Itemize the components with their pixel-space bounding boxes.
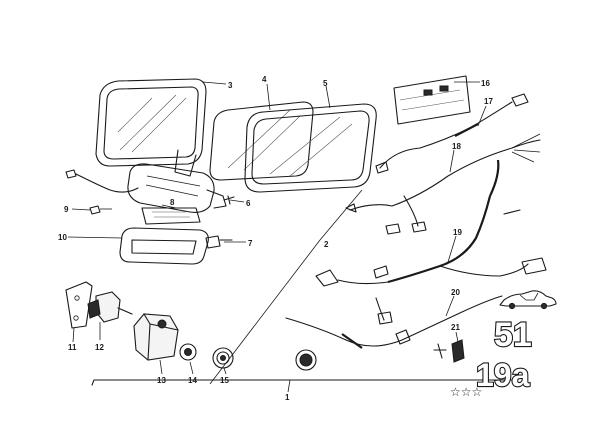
callout-1: 1 [285,393,290,402]
part-14-grommet [179,343,197,361]
harness-19 [315,159,547,287]
callout-6: 6 [246,199,251,208]
callout-19: 19 [453,228,462,237]
bmw-coupe-silhouette-icon [499,290,557,310]
part-12-motor [87,291,133,323]
callout-3: 3 [228,81,233,90]
harness-17 [375,93,529,174]
callout-11: 11 [68,343,77,352]
callout-18: 18 [452,142,461,151]
part-8-switch [141,207,201,225]
callout-10: 10 [58,233,67,242]
part-9-connector [65,169,139,215]
callout-labels: 1 2 3 4 5 6 7 8 9 10 11 12 13 14 15 16 1… [58,75,493,402]
callout-5: 5 [323,79,328,88]
callout-15: 15 [220,376,229,385]
group-code-top: 51 [494,316,532,354]
leader-lines [67,81,517,393]
callout-2: 2 [324,240,329,249]
part-21-relay [433,339,465,363]
harness-18 [345,133,541,233]
harness-20 [285,295,503,349]
group-code-bottom: 19a [476,357,530,393]
group-code: 51 19a [475,315,533,394]
callout-20: 20 [451,288,460,297]
callout-9: 9 [64,205,69,214]
callout-21: 21 [451,323,460,332]
callout-12: 12 [95,343,104,352]
part-10-switch-bezel [119,227,209,265]
callout-4: 4 [262,75,267,84]
part-15-knob [212,347,234,369]
part-5-mirror-frame [244,103,377,193]
part-6-screw [223,195,235,205]
part-4-mirror-glass [209,101,314,181]
part-16-plate [393,75,471,125]
rating-stars: ☆☆☆ [450,385,482,399]
callout-8: 8 [170,198,175,207]
callout-14: 14 [188,376,197,385]
callout-17: 17 [484,97,493,106]
part-7-plug [205,235,233,249]
part-grommet-center [295,349,317,371]
part-3-mirror-housing [95,78,227,213]
part-13-gear-unit [133,313,179,361]
callout-13: 13 [157,376,166,385]
callout-7: 7 [248,239,253,248]
callout-16: 16 [481,79,490,88]
